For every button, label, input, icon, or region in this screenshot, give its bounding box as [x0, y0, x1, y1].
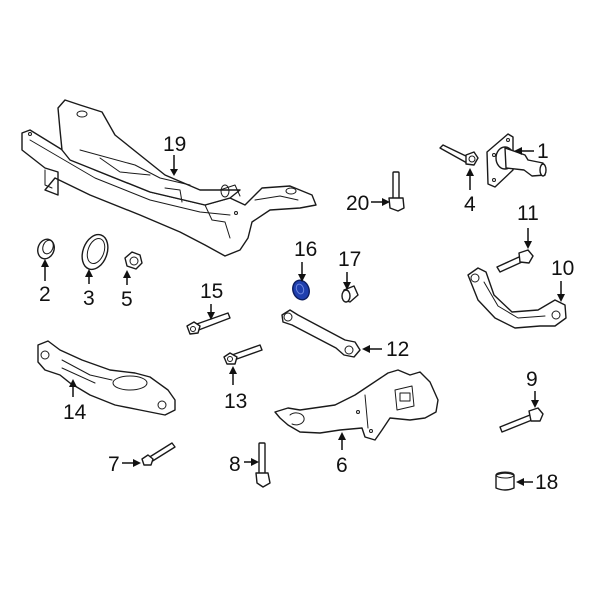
part-15-bolt[interactable]: [186, 312, 231, 335]
part-8-stud-bolt[interactable]: [255, 442, 271, 488]
part-4-bolt[interactable]: [439, 144, 479, 166]
part-20-stud-bolt[interactable]: [388, 171, 405, 212]
callout-label-12: 12: [386, 338, 409, 361]
callout-1: 1: [514, 140, 549, 163]
part-3-seal-ring[interactable]: [78, 231, 113, 273]
callout-7: 7: [108, 453, 141, 476]
callout-5: 5: [121, 270, 133, 311]
callout-label-15: 15: [200, 280, 223, 303]
part-14-lower-arm[interactable]: [37, 340, 176, 416]
callout-3: 3: [83, 269, 95, 310]
part-18-bushing[interactable]: [495, 471, 515, 491]
part-16-washer-highlighted[interactable]: [290, 278, 312, 302]
callout-13: 13: [224, 366, 247, 413]
part-10-upper-arm[interactable]: [467, 267, 567, 329]
callout-6: 6: [336, 432, 348, 477]
callout-label-20: 20: [346, 192, 369, 215]
callout-10: 10: [551, 257, 574, 302]
part-11-bolt[interactable]: [496, 249, 534, 273]
callout-label-2: 2: [39, 283, 51, 306]
callout-20: 20: [346, 192, 390, 215]
part-6-trailing-arm[interactable]: [274, 369, 439, 441]
part-13-bolt[interactable]: [223, 344, 263, 365]
callout-18: 18: [516, 471, 558, 494]
callout-label-3: 3: [83, 287, 95, 310]
callout-4: 4: [464, 168, 476, 216]
callout-19: 19: [163, 133, 186, 176]
callout-17: 17: [338, 248, 361, 290]
callout-14: 14: [63, 379, 87, 424]
callout-label-16: 16: [294, 238, 317, 261]
callout-11: 11: [517, 202, 539, 249]
callout-label-1: 1: [537, 140, 549, 163]
callout-label-9: 9: [526, 368, 538, 391]
part-17-bushing-sleeve[interactable]: [341, 285, 359, 303]
callout-12: 12: [362, 338, 409, 361]
callout-label-18: 18: [535, 471, 558, 494]
callout-label-14: 14: [63, 401, 87, 424]
part-12-lateral-link[interactable]: [281, 309, 361, 358]
callout-label-8: 8: [229, 453, 241, 476]
callout-2: 2: [39, 259, 51, 306]
callout-label-5: 5: [121, 288, 133, 311]
callout-15: 15: [200, 280, 223, 320]
part-5-flange-nut[interactable]: [124, 251, 143, 270]
callout-label-19: 19: [163, 133, 186, 156]
part-7-bolt[interactable]: [141, 442, 176, 466]
part-1-spindle[interactable]: [486, 133, 547, 188]
callout-label-4: 4: [464, 193, 476, 216]
callout-label-11: 11: [517, 202, 539, 225]
callout-16: 16: [294, 238, 317, 282]
callout-label-10: 10: [551, 257, 574, 280]
callout-9: 9: [526, 368, 539, 408]
callout-label-6: 6: [336, 454, 348, 477]
callout-label-13: 13: [224, 390, 247, 413]
part-2-bushing-ring[interactable]: [35, 237, 57, 261]
part-9-bolt[interactable]: [499, 407, 544, 433]
part-19-crossmember[interactable]: [21, 99, 317, 257]
callout-label-7: 7: [108, 453, 120, 476]
callout-8: 8: [229, 453, 259, 476]
callout-label-17: 17: [338, 248, 361, 271]
